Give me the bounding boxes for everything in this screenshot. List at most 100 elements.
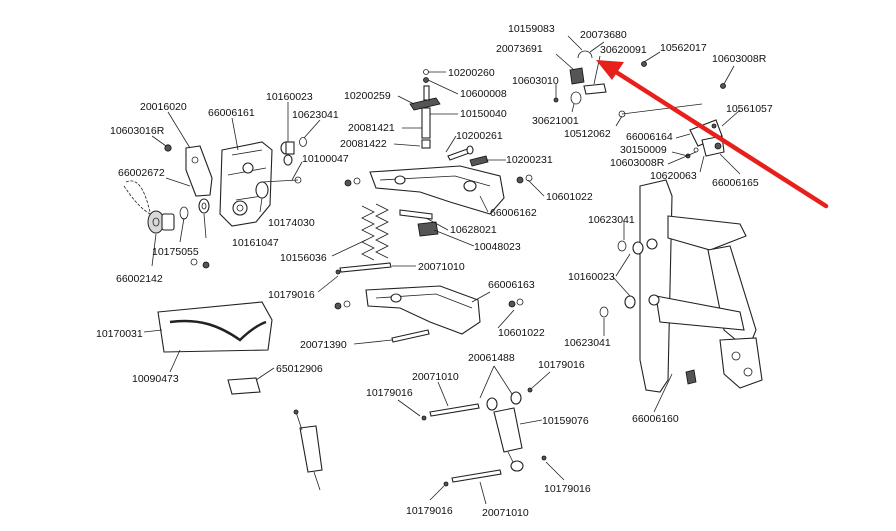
- label-66002142: 66002142: [116, 273, 163, 285]
- label-10600008: 10600008: [460, 88, 507, 100]
- bushing-10160023: [280, 141, 295, 166]
- label-10601022-b: 10601022: [498, 327, 545, 339]
- label-10160023-b: 10160023: [568, 271, 615, 283]
- clip-10200231: [469, 155, 489, 167]
- label-20071390: 20071390: [300, 339, 347, 351]
- bushing-10161047: [198, 198, 210, 214]
- plate-30620091: [583, 83, 607, 95]
- bracket-10048023: [417, 221, 439, 237]
- label-10200260: 10200260: [448, 67, 495, 79]
- label-10150040: 10150040: [460, 108, 507, 120]
- pin-10200261: [447, 145, 474, 161]
- nut-left-lower: [190, 258, 210, 269]
- label-10200259: 10200259: [344, 90, 391, 102]
- bushings-20061488: [486, 387, 533, 411]
- nuts-10601022-upper: [344, 174, 533, 187]
- label-10179016-d: 10179016: [544, 483, 591, 495]
- label-10603016R: 10603016R: [110, 125, 165, 137]
- washer-10623041: [299, 137, 307, 147]
- label-10048023: 10048023: [474, 241, 521, 253]
- label-30620091: 30620091: [600, 44, 647, 56]
- label-30150009: 30150009: [620, 144, 667, 156]
- label-10159083: 10159083: [508, 23, 555, 35]
- label-20016020: 20016020: [140, 101, 187, 113]
- pin-20071390: [391, 329, 430, 343]
- label-10603010: 10603010: [512, 75, 559, 87]
- label-66002672: 66002672: [118, 167, 165, 179]
- nuts-10601022-lower: [334, 298, 524, 310]
- label-10160023: 10160023: [266, 91, 313, 103]
- label-10620063: 10620063: [650, 170, 697, 182]
- label-10161047: 10161047: [232, 237, 279, 249]
- label-10628021: 10628021: [450, 224, 497, 236]
- springs-10156036: [361, 203, 389, 261]
- label-10623041-c: 10623041: [564, 337, 611, 349]
- bracket-66006161: [219, 141, 273, 227]
- label-20073691: 20073691: [496, 43, 543, 55]
- cover-10090473: [157, 301, 273, 353]
- pin-20071010-mid: [335, 262, 392, 275]
- label-10200231: 10200231: [506, 154, 553, 166]
- label-10156036: 10156036: [280, 252, 327, 264]
- bracket-20073691: [569, 67, 585, 85]
- label-10179016-a: 10179016: [268, 289, 315, 301]
- lever-10200259: [409, 69, 441, 149]
- pin-10628021: [399, 209, 433, 220]
- label-20081421: 20081421: [348, 122, 395, 134]
- washer-10175055: [179, 206, 189, 220]
- label-10170031: 10170031: [96, 328, 143, 340]
- label-10603008R-2: 10603008R: [610, 157, 665, 169]
- washers-right: [599, 240, 644, 318]
- shock-absorber-small: [293, 409, 323, 491]
- bolt-10100047: [255, 176, 302, 199]
- shock-10159076: [493, 407, 524, 472]
- bolt-10603016R: [164, 144, 172, 152]
- leader-lines: [143, 35, 741, 505]
- chain-guide-20016020: [185, 145, 213, 197]
- label-10179016-b: 10179016: [538, 359, 585, 371]
- label-10603008R: 10603008R: [712, 53, 767, 65]
- label-10179016-c: 10179016: [366, 387, 413, 399]
- label-10175055: 10175055: [152, 246, 199, 258]
- frame-66006160: [639, 179, 763, 393]
- label-20061488: 20061488: [468, 352, 515, 364]
- label-66006164: 66006164: [626, 131, 673, 143]
- label-66006165: 66006165: [712, 177, 759, 189]
- screw-10562017: [641, 61, 647, 67]
- label-10090473: 10090473: [132, 373, 179, 385]
- label-10561057: 10561057: [726, 103, 773, 115]
- label-20071010-c: 20071010: [482, 507, 529, 519]
- nut-10603008R-top: [720, 83, 726, 89]
- sprocket-66002142: [147, 210, 175, 234]
- label-10100047: 10100047: [302, 153, 349, 165]
- pin-20071010-lower-b: [443, 455, 547, 487]
- label-10512062: 10512062: [564, 128, 611, 140]
- pin-20071010-lower-a: [421, 403, 480, 421]
- label-10159076: 10159076: [542, 415, 589, 427]
- washer-30621001: [553, 91, 582, 105]
- label-10174030: 10174030: [268, 217, 315, 229]
- label-10623041-b: 10623041: [588, 214, 635, 226]
- label-65012906: 65012906: [276, 363, 323, 375]
- label-30621001: 30621001: [532, 115, 579, 127]
- label-20073680: 20073680: [580, 29, 627, 41]
- label-10562017: 10562017: [660, 42, 707, 54]
- label-66006161: 66006161: [208, 107, 255, 119]
- label-10601022: 10601022: [546, 191, 593, 203]
- label-20071010-b: 20071010: [412, 371, 459, 383]
- label-66006162: 66006162: [490, 207, 537, 219]
- arm-66006163: [365, 285, 481, 335]
- rod-10512062: [618, 103, 703, 118]
- label-10200261: 10200261: [456, 130, 503, 142]
- chain-66002672: [123, 180, 151, 215]
- label-20081422: 20081422: [340, 138, 387, 150]
- label-10623041: 10623041: [292, 109, 339, 121]
- label-66006163: 66006163: [488, 279, 535, 291]
- arm-66006162: [369, 165, 505, 215]
- pad-65012906: [227, 377, 261, 395]
- label-20071010-a: 20071010: [418, 261, 465, 273]
- pointer-arrow: [596, 60, 829, 209]
- part-number-labels: 10159083 20073680 20073691 30620091 1056…: [96, 23, 773, 519]
- label-66006160: 66006160: [632, 413, 679, 425]
